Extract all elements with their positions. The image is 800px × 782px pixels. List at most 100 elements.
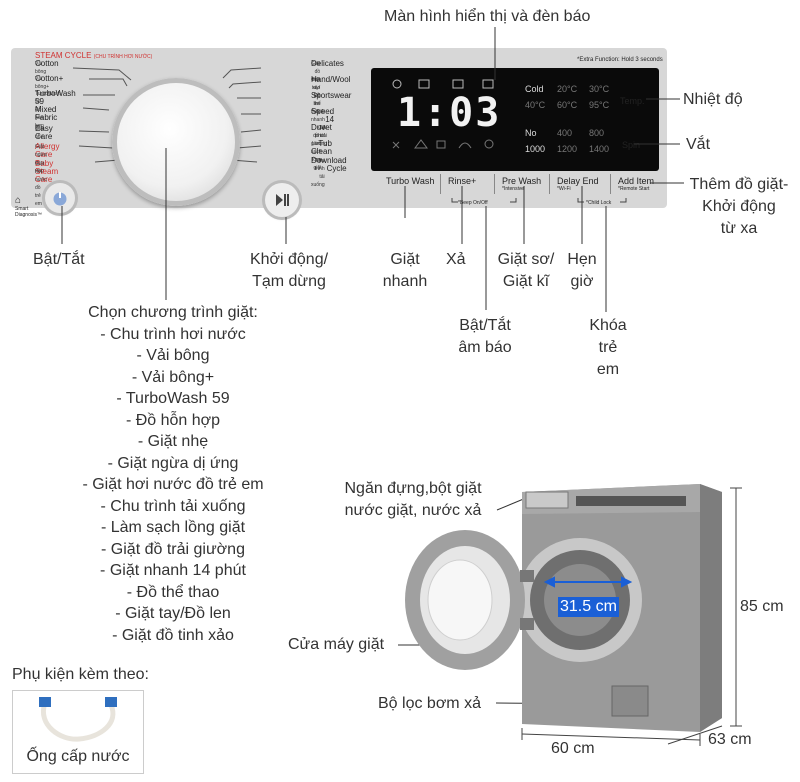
- program-dial[interactable]: [112, 78, 240, 206]
- program-list-item: - Giặt đồ tinh xảo: [112, 626, 234, 644]
- program-sub-label: Giặt đồ tinh xảo: [311, 61, 321, 91]
- program-list-title: Chọn chương trình giặt:: [88, 304, 258, 321]
- dimension-width: 60 cm: [551, 740, 595, 757]
- program-sub-label: TurboWash 59: [35, 91, 61, 105]
- temperature-option: 60°C: [557, 100, 578, 110]
- program-name: Tub Clean: [311, 139, 332, 156]
- function-button[interactable]: Rinse+: [448, 176, 476, 186]
- program-list-item: - Đồ thể thao: [126, 583, 220, 601]
- program-sub-label: Vải bông+: [35, 76, 50, 90]
- program-name: TurboWash 59: [35, 89, 76, 106]
- program-name: Baby Steam Care: [35, 159, 59, 184]
- spin-option: 1200: [557, 144, 578, 154]
- display-status-icons: [392, 79, 494, 149]
- program-sub-label: Làm sạch lồng giặt: [311, 141, 322, 171]
- program-list-item: - Chu trình hơi nước: [100, 325, 246, 343]
- steam-cycle-label: STEAM CYCLE (CHU TRÌNH HƠI NƯỚC): [35, 51, 153, 61]
- function-button[interactable]: Delay End*Wi-Fi: [557, 176, 599, 192]
- play-pause-icon: [276, 194, 289, 206]
- button-divider: [549, 174, 550, 194]
- spin-option: 1000: [525, 144, 546, 154]
- power-icon: [53, 192, 67, 206]
- wifi-remote-icon: [392, 79, 402, 89]
- program-list-item: - Chu trình tải xuống: [100, 497, 246, 515]
- spin-option: 400: [557, 128, 573, 138]
- program-name: Delicates: [311, 59, 344, 68]
- program-sub-label: Đồ thể thao: [311, 93, 321, 115]
- program-list-item: - Giặt nhẹ: [137, 433, 209, 450]
- function-button[interactable]: Turbo Wash: [386, 176, 434, 186]
- accessory-item-label: Ống cấp nước: [26, 748, 130, 765]
- callout-door: Cửa máy giặt: [288, 636, 385, 653]
- program-sub-label: Giặt nhanh 14 phút: [311, 109, 325, 139]
- button-divider: [610, 174, 611, 194]
- program-list-item: - Giặt tay/Đồ len: [115, 605, 231, 622]
- power-button[interactable]: [45, 183, 75, 213]
- program-list-item: - Giặt ngừa dị ứng: [107, 454, 239, 472]
- temperature-option: 20°C: [557, 84, 578, 94]
- function-button-label: Rinse+: [448, 176, 477, 186]
- spin-button[interactable]: Spin: [622, 140, 641, 150]
- temperature-option: 95°C: [589, 100, 610, 110]
- beep-note: *Beep On/Off: [458, 200, 488, 206]
- function-button[interactable]: Add Item*Remote Start: [618, 176, 654, 192]
- callout-rinse: Xả: [446, 251, 466, 268]
- program-list-item: - Vải bông: [136, 347, 210, 364]
- spin-option: 1400: [589, 144, 610, 154]
- temperature-option: Cold: [525, 84, 544, 94]
- function-button-sublabel: *Wi-Fi: [557, 186, 571, 192]
- callout-start-pause: Khởi động/Tạm dừng: [249, 251, 329, 290]
- callout-prewash: Giặt sơ/Giặt kĩ: [497, 251, 555, 290]
- washer-illustration: [405, 484, 742, 746]
- spin-option: No: [525, 128, 537, 138]
- extra-function-note: *Extra Function: Hold 3 seconds: [577, 57, 663, 63]
- detergent-drawer: [525, 491, 569, 509]
- program-sub-label: Chu trình tải xuống: [311, 158, 325, 188]
- dimension-height: 85 cm: [740, 598, 784, 615]
- start-pause-button[interactable]: [265, 183, 299, 217]
- tub-clean-icon: [484, 139, 494, 149]
- program-name: Speed 14: [311, 107, 335, 124]
- function-button-label: Turbo Wash: [386, 176, 435, 186]
- sound-off-icon: [392, 141, 400, 149]
- program-name: Hand/Wool: [311, 75, 351, 84]
- drain-filter: [611, 685, 649, 717]
- accessories-title: Phụ kiện kèm theo:: [12, 666, 149, 683]
- program-list-item: - Giặt nhanh 14 phút: [100, 562, 246, 579]
- function-button[interactable]: Pre Wash*Intensive: [502, 176, 541, 192]
- rinse-icon: [482, 79, 494, 89]
- bracket-lines: [451, 198, 627, 203]
- program-list: Chọn chương trình giặt: - Chu trình hơi …: [63, 302, 283, 646]
- function-button-label: Add Item: [618, 176, 655, 186]
- child-lock-note: *Child Lock: [586, 200, 612, 206]
- program-list-item: - Giặt đồ trải giường: [101, 540, 245, 558]
- program-sub-label: Giặt ngừa dị ứng: [35, 144, 47, 174]
- callout-power: Bật/Tắt: [33, 251, 85, 268]
- program-sub-label: Đồ hỗn hợp: [35, 107, 44, 129]
- program-name: Allergy Care: [35, 142, 60, 159]
- accessory-card: Ống cấp nước: [12, 690, 144, 774]
- button-divider: [494, 174, 495, 194]
- callout-display: Màn hình hiển thị và đèn báo: [384, 8, 591, 25]
- program-name: Download Cycle: [311, 156, 347, 173]
- program-sub-label: Giặt tay/Đồ len: [311, 77, 321, 107]
- program-sub-label: Giặt nhẹ: [35, 126, 45, 140]
- spin-option: 800: [589, 128, 605, 138]
- dial-leader-lines: [72, 67, 262, 163]
- function-button-label: Pre Wash: [502, 176, 542, 186]
- remaining-time: 1:03: [397, 90, 502, 136]
- dimension-depth: 63 cm: [708, 731, 752, 748]
- temp-button[interactable]: Temp.: [620, 96, 645, 106]
- callout-temperature: Nhiệt độ: [683, 91, 743, 108]
- program-name: Cotton+: [35, 74, 64, 83]
- door-lock-icon: [436, 140, 446, 149]
- program-sub-label: Giặt hơi nước đồ trẻ em: [35, 161, 47, 207]
- program-list-item: - TurboWash 59: [116, 390, 230, 407]
- water-hose-icon: [39, 697, 117, 742]
- program-name: Easy Care: [35, 124, 53, 141]
